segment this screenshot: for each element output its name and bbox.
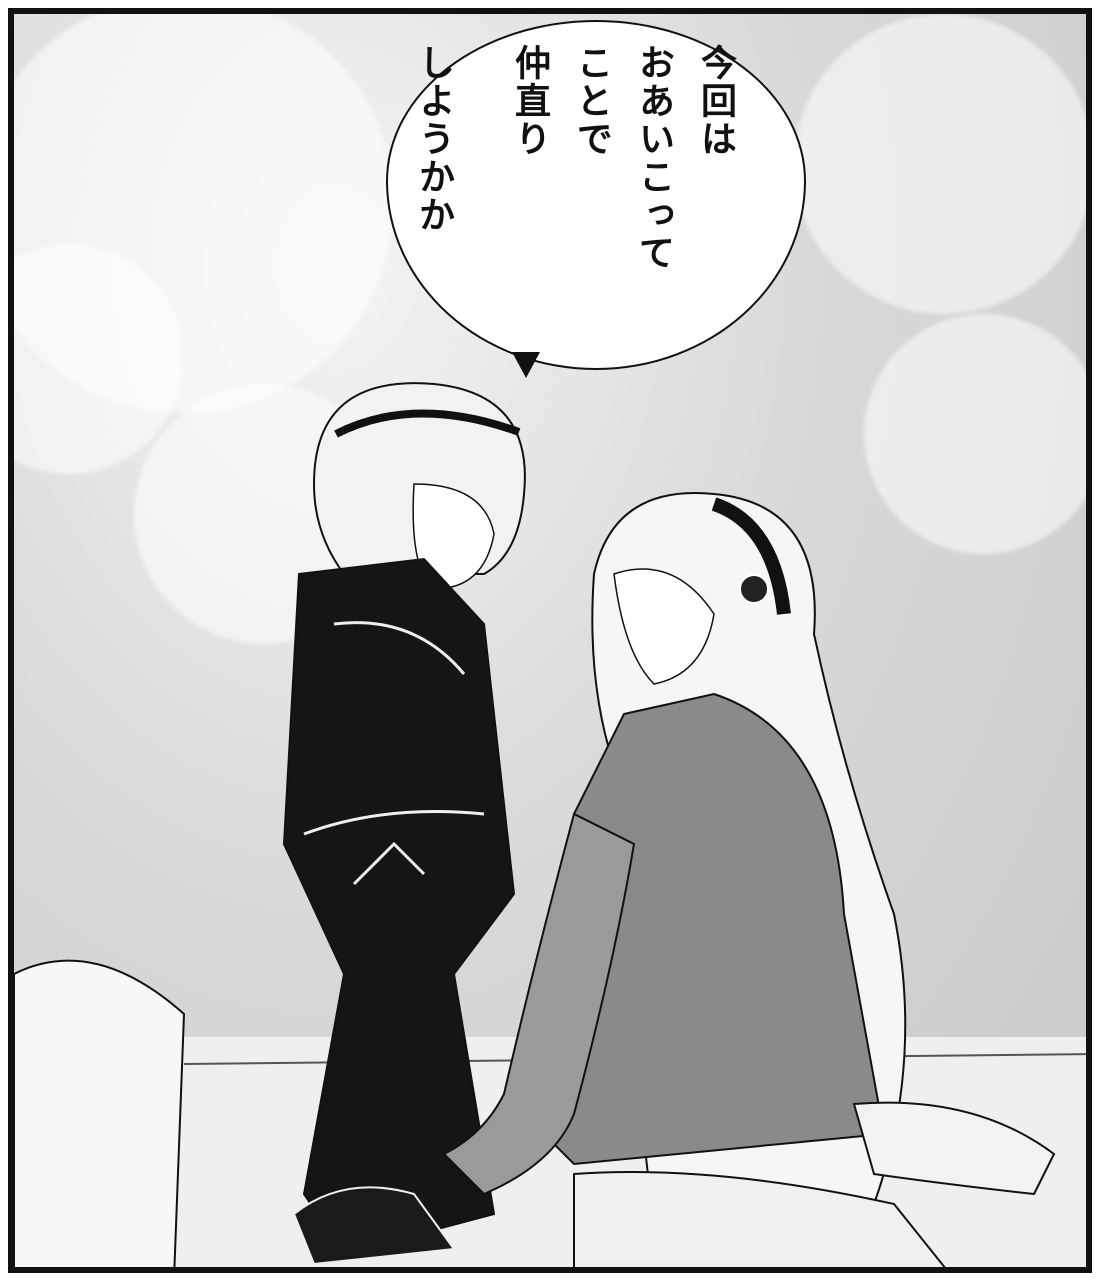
boy-glove — [292, 1186, 456, 1266]
bubble-line: ことで — [571, 44, 612, 158]
armor-trim — [352, 841, 426, 886]
characters-illustration — [14, 382, 1086, 1267]
girl-headband — [711, 497, 791, 615]
girl-arm — [442, 812, 636, 1196]
speech-bubble-tail — [512, 352, 540, 378]
bubble-line: 仲直り — [509, 44, 550, 158]
girl-leg — [852, 1101, 1056, 1196]
bubble-line: 今回は — [695, 44, 736, 158]
speech-bubble — [386, 20, 806, 370]
bokeh-light — [864, 314, 1086, 554]
pillow — [14, 959, 186, 1267]
bubble-line-end: か — [413, 196, 454, 234]
bubble-line: おあいこって — [633, 44, 674, 272]
hair-ornament — [739, 574, 769, 604]
manga-panel: 今回は おあいこって ことで 仲直り しようかか — [8, 8, 1092, 1273]
boy-headband — [334, 409, 521, 438]
speech-bubble-text: 今回は おあいこって ことで 仲直り しようかか — [413, 44, 736, 354]
armor-trim — [303, 810, 485, 836]
bubble-line: しようかか — [413, 44, 454, 234]
bubble-line-text: しようか — [413, 44, 454, 196]
boy-face — [412, 483, 495, 590]
bokeh-light — [794, 14, 1086, 314]
boy-body — [282, 557, 516, 1256]
girl-leg — [573, 1171, 946, 1267]
armor-trim — [333, 621, 466, 675]
girl-face — [613, 568, 715, 685]
